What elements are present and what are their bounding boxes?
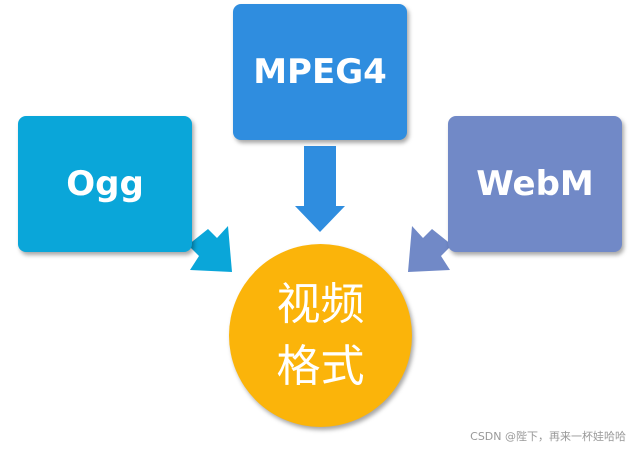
arrow-down-right-icon xyxy=(188,226,232,272)
watermark: CSDN @陛下，再来一杯娃哈哈 xyxy=(470,430,626,443)
ogg-label: Ogg xyxy=(66,164,144,204)
video-format-circle: 视频 格式 xyxy=(229,244,412,427)
mpeg4-box: MPEG4 xyxy=(233,4,407,140)
center-label-line2: 格式 xyxy=(276,340,365,392)
ogg-box: Ogg xyxy=(18,116,192,252)
webm-box: WebM xyxy=(448,116,622,252)
arrow-down-icon xyxy=(295,146,345,232)
webm-label: WebM xyxy=(476,164,594,204)
arrow-down-left-icon xyxy=(408,226,452,272)
mpeg4-label: MPEG4 xyxy=(253,52,387,92)
center-label-line1: 视频 xyxy=(276,278,365,330)
